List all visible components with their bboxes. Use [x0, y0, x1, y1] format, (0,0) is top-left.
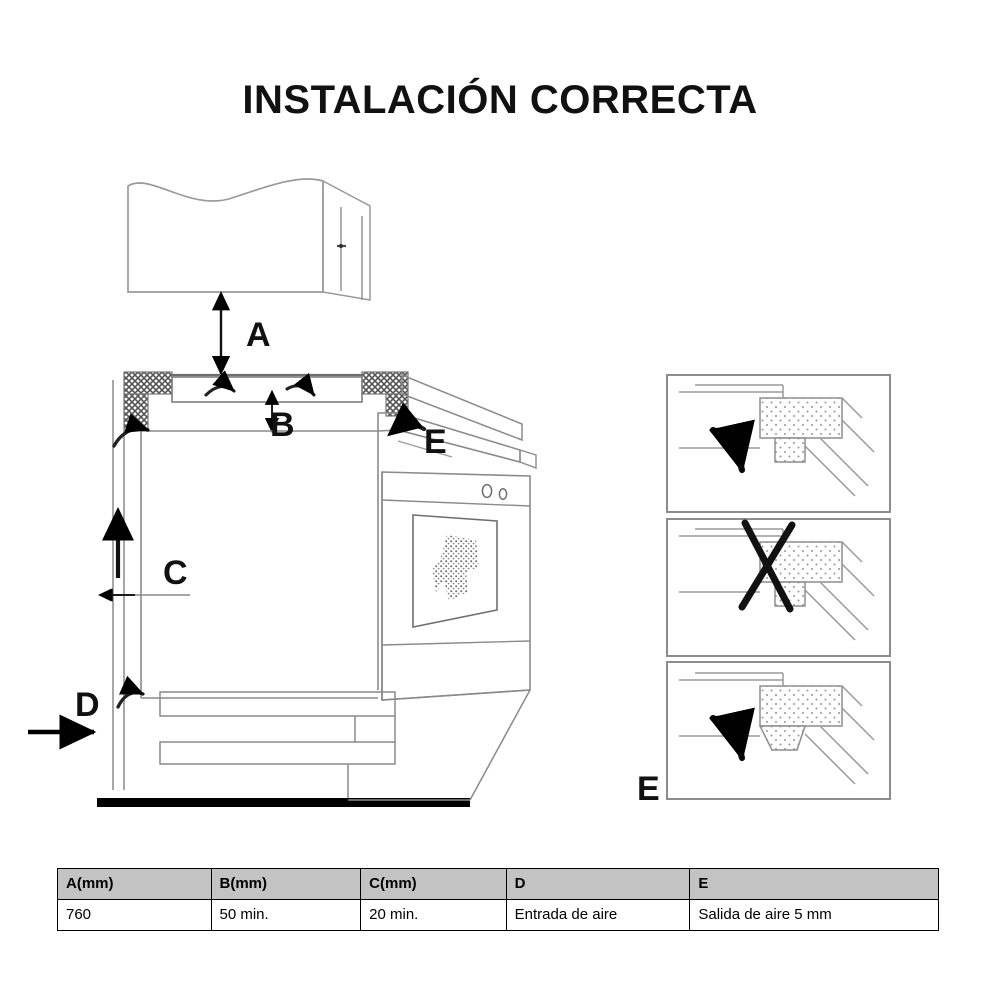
cooktop-assembly: [123, 370, 409, 431]
table-header-d: D: [505, 868, 691, 900]
label-b: B: [270, 406, 295, 444]
panel-correct-1: [666, 374, 891, 513]
page-title: INSTALACIÓN CORRECTA: [242, 78, 758, 122]
table-cell-e-value: Salida de aire 5 mm: [689, 899, 939, 931]
range-hood: [127, 178, 371, 301]
label-e-main: E: [424, 423, 447, 461]
dimension-c: [97, 506, 190, 602]
table-cell-c-value: 20 min.: [360, 899, 507, 931]
table-header-a: A(mm): [57, 868, 212, 900]
main-section-drawing: [28, 178, 537, 807]
plinth-bars: [159, 691, 396, 800]
dimension-labels: A B C D E E: [75, 316, 660, 808]
table-cell-d-value: Entrada de aire: [505, 899, 691, 931]
air-flow-arrows-left: [112, 413, 150, 709]
label-a: A: [246, 316, 271, 354]
table-header-c: C(mm): [360, 868, 507, 900]
label-e-panels: E: [637, 770, 660, 808]
floor-line: [97, 798, 470, 807]
specification-table: A(mm) B(mm) C(mm) D E 760 50 min. 20 min…: [57, 868, 939, 931]
table-cell-b-value: 50 min.: [210, 899, 362, 931]
table-header-e: E: [689, 868, 939, 900]
table-header-b: B(mm): [210, 868, 362, 900]
cross-out-mark: [738, 519, 796, 613]
table-row: 760 50 min. 20 min. Entrada de aire Sali…: [57, 899, 939, 931]
label-d: D: [75, 686, 100, 724]
label-c: C: [163, 554, 188, 592]
wall-corner: [337, 207, 363, 300]
air-outlet-arrow-main: [387, 402, 453, 458]
oven-cabinet: [112, 380, 398, 790]
panel-correct-2: [666, 661, 891, 800]
table-cell-a-value: 760: [57, 899, 212, 931]
panel-incorrect: [666, 518, 891, 657]
table-header-row: A(mm) B(mm) C(mm) D E: [57, 868, 939, 900]
